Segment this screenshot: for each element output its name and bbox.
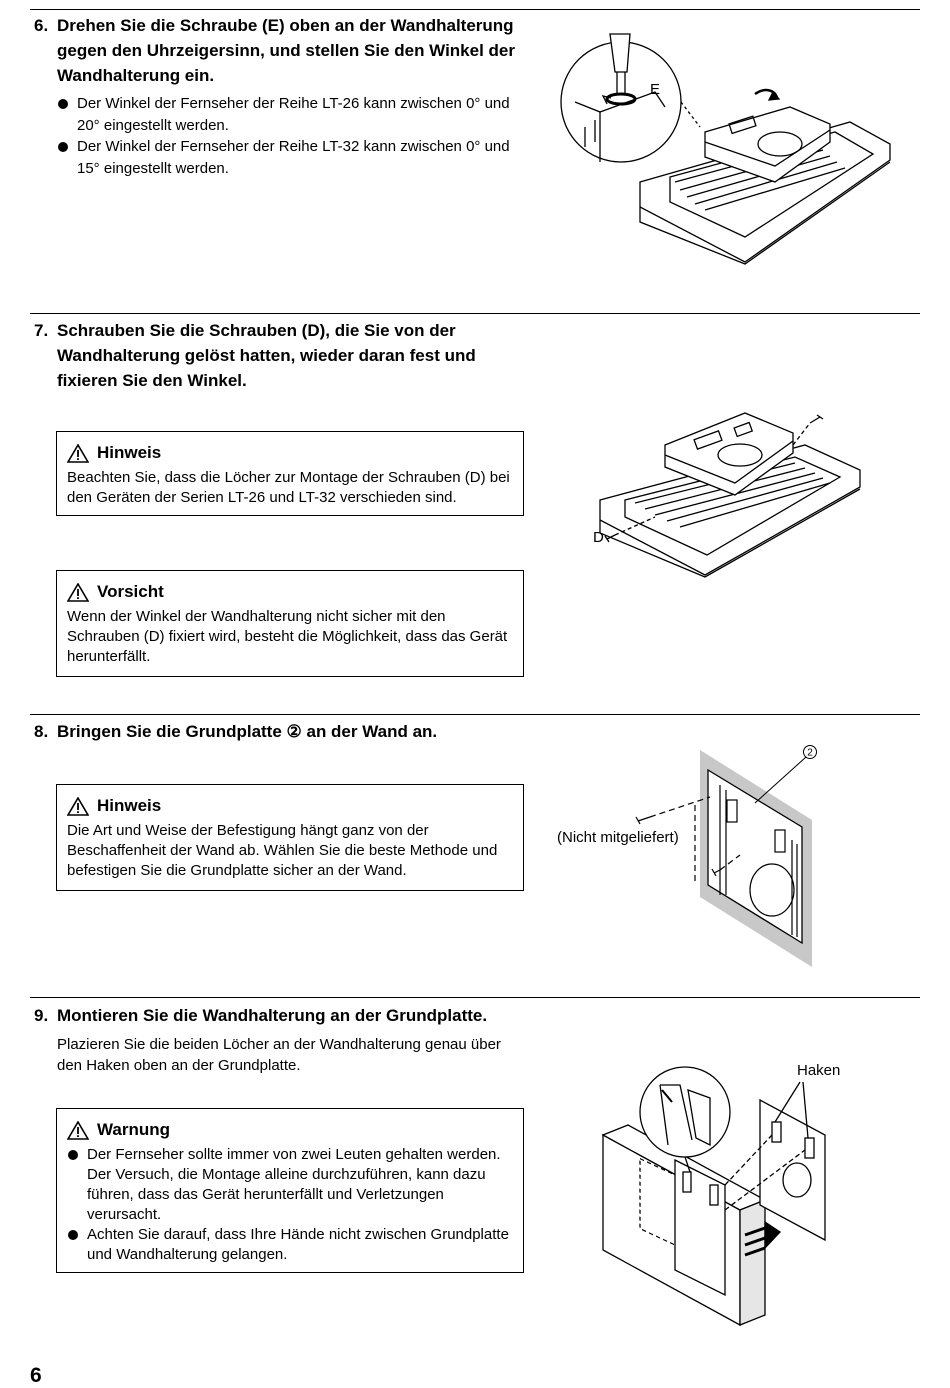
figure-label-d: D [593,529,604,546]
note-heading: Hinweis [67,441,513,465]
caution-text: Wenn der Winkel der Wandhalterung nicht … [67,608,508,665]
step-8-heading: 8. Bringen Sie die Grundplatte ② an der … [34,719,534,744]
caution-box-step7: Vorsicht Wenn der Winkel der Wandhalteru… [56,570,524,677]
figure-label-not-supplied: (Nicht mitgeliefert) [557,829,679,846]
top-rule [30,9,920,10]
step-8-figure: 2 [635,745,817,967]
step-9-paragraph: Plazieren Sie die beiden Löcher an der W… [57,1036,501,1074]
step-7-heading: 7. Schrauben Sie die Schrauben (D), die … [34,318,534,393]
warning-triangle-icon [67,796,89,816]
warning-triangle-icon [67,582,89,602]
step-number: 9. [34,1006,49,1025]
rule-step9 [30,997,920,998]
step-6-heading: 6. Drehen Sie die Schraube (E) oben an d… [34,13,534,88]
warning-heading: Warnung [67,1118,513,1142]
note-box-step8: Hinweis Die Art und Weise der Befestigun… [56,784,524,891]
caution-heading: Vorsicht [67,580,513,604]
warning-triangle-icon [67,1120,89,1140]
step-number: 7. [34,321,49,340]
warning-triangle-icon [67,443,89,463]
rule-step8 [30,714,920,715]
warning-box-step9: Warnung Der Fernseher sollte immer von z… [56,1108,524,1273]
step-number: 6. [34,16,49,35]
step-7-figure [599,412,861,578]
step-number: 8. [34,722,49,741]
note-text: Die Art und Weise der Befestigung hängt … [67,822,498,879]
note-heading-text: Hinweis [97,796,162,815]
page-number: 6 [30,1364,42,1387]
step-title: Schrauben Sie die Schrauben (D), die Sie… [57,321,476,390]
step-title: Drehen Sie die Schraube (E) oben an der … [57,16,515,85]
step-9-heading: 9. Montieren Sie die Wandhalterung an de… [34,1003,534,1028]
list-item: Der Winkel der Fernseher der Reihe LT-26… [57,93,517,136]
list-item: Achten Sie darauf, dass Ihre Hände nicht… [67,1225,513,1265]
list-item: Der Winkel der Fernseher der Reihe LT-32… [57,136,517,179]
note-box-step7: Hinweis Beachten Sie, dass die Löcher zu… [56,431,524,516]
warning-bullets: Der Fernseher sollte immer von zwei Leut… [67,1145,513,1265]
warning-heading-text: Warnung [97,1120,171,1139]
figure-label-2: 2 [807,748,813,759]
step-6-bullets: Der Winkel der Fernseher der Reihe LT-26… [57,93,517,179]
note-text: Beachten Sie, dass die Löcher zur Montag… [67,469,510,506]
step-title: Montieren Sie die Wandhalterung an der G… [57,1006,488,1025]
caution-heading-text: Vorsicht [97,582,164,601]
figure-label-e: E [650,81,661,98]
note-heading: Hinweis [67,794,513,818]
figure-label-haken: Haken [797,1062,841,1079]
note-heading-text: Hinweis [97,443,162,462]
step-6-figure [560,33,891,265]
step-9-figure [601,1066,826,1327]
step-title: Bringen Sie die Grundplatte ② an der Wan… [57,722,438,741]
list-item: Der Fernseher sollte immer von zwei Leut… [67,1145,513,1225]
rule-step7 [30,313,920,314]
